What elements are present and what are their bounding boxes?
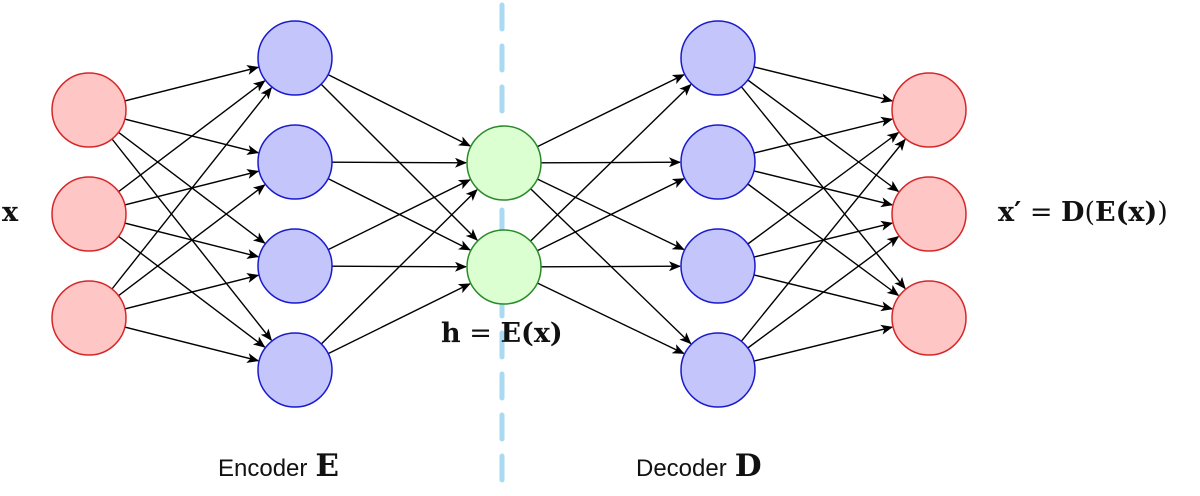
decoder-node-4 bbox=[680, 332, 756, 408]
input-label: x bbox=[2, 197, 19, 228]
encoder-node-1 bbox=[257, 20, 333, 96]
encoder-node-4 bbox=[257, 332, 333, 408]
decoder-node-3 bbox=[680, 228, 756, 304]
input-node-2 bbox=[51, 176, 127, 252]
connection-code-2-to-decoder-4 bbox=[536, 282, 685, 355]
connection-encoder-4-to-code-2 bbox=[327, 283, 471, 355]
input-node-3 bbox=[51, 280, 127, 356]
connection-decoder-4-to-output-1 bbox=[740, 138, 906, 342]
decoder-node-1 bbox=[680, 20, 756, 96]
connection-input-3-to-encoder-3 bbox=[124, 273, 260, 310]
connection-input-1-to-encoder-1 bbox=[124, 65, 260, 102]
output-label: x′ = D(E(x)) bbox=[998, 197, 1168, 228]
output-node-2 bbox=[891, 176, 967, 252]
connection-input-3-to-encoder-1 bbox=[111, 87, 273, 290]
connection-encoder-1-to-code-1 bbox=[327, 73, 471, 147]
code-label: h = E(x) bbox=[441, 318, 563, 349]
connection-code-2-to-decoder-1 bbox=[530, 83, 692, 242]
encoder-caption: Encoder E bbox=[218, 448, 339, 484]
connection-decoder-4-to-output-2 bbox=[747, 236, 900, 349]
connection-code-1-to-decoder-1 bbox=[536, 74, 685, 148]
encoder-node-2 bbox=[257, 124, 333, 200]
connection-code-2-to-decoder-2 bbox=[536, 178, 685, 252]
encoder-node-3 bbox=[257, 228, 333, 304]
connection-encoder-3-to-code-1 bbox=[327, 179, 471, 251]
connection-input-2-to-encoder-1 bbox=[118, 80, 266, 193]
connection-decoder-4-to-output-3 bbox=[753, 324, 894, 362]
decoder-word: Decoder bbox=[636, 455, 727, 482]
encoder-word: Encoder bbox=[218, 455, 308, 482]
connection-input-3-to-encoder-4 bbox=[124, 326, 260, 363]
code-node-2 bbox=[466, 229, 542, 305]
connection-decoder-3-to-output-1 bbox=[747, 132, 900, 245]
neurons bbox=[51, 20, 967, 408]
code-node-1 bbox=[466, 125, 542, 201]
connection-encoder-2-to-code-1 bbox=[331, 157, 467, 168]
output-node-1 bbox=[891, 72, 967, 148]
decoder-symbol: D bbox=[734, 448, 762, 484]
connection-input-3-to-encoder-2 bbox=[118, 184, 266, 297]
connection-decoder-1-to-output-1 bbox=[753, 66, 894, 104]
connection-code-2-to-decoder-3 bbox=[540, 261, 681, 272]
connection-encoder-4-to-code-1 bbox=[320, 188, 478, 345]
connection-decoder-2-to-output-1 bbox=[753, 116, 894, 154]
output-node-3 bbox=[891, 280, 967, 356]
encoder-symbol: E bbox=[315, 448, 340, 484]
decoder-caption: Decoder D bbox=[636, 448, 762, 484]
decoder-node-2 bbox=[680, 124, 756, 200]
connections bbox=[111, 65, 906, 363]
input-node-1 bbox=[51, 72, 127, 148]
